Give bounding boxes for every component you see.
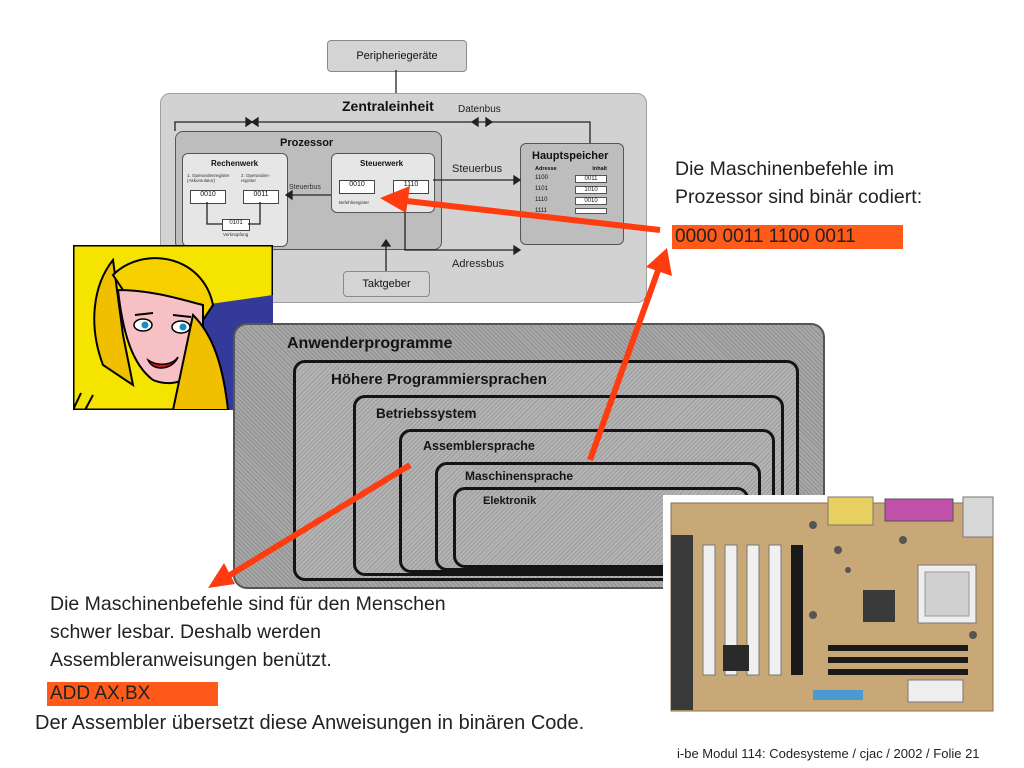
alu-title: Rechenwerk (211, 159, 259, 168)
operand1-value: 0010 (190, 190, 226, 204)
slide-footer: i-be Modul 114: Codesysteme / cjac / 200… (677, 746, 980, 761)
assembler-line3: Assembleranweisungen benützt. (50, 649, 332, 671)
memory-content: 0011 (575, 175, 607, 183)
link-label: Verknüpfung (223, 232, 249, 237)
assembler-line1: Die Maschinenbefehle sind für den Mensch… (50, 593, 446, 615)
layer-label-machine: Maschinensprache (465, 469, 574, 483)
control-bus-label: Steuerbus (452, 163, 503, 175)
memory-row: 1101 1010 (535, 186, 607, 194)
motherboard-photo (663, 495, 1001, 718)
memory-content: 1010 (575, 186, 607, 194)
assembler-description: Die Maschinenbefehle sind für den Mensch… (50, 590, 446, 674)
memory-col-address: Adresse (535, 166, 557, 172)
memory-table-header: Adresse Inhalt (535, 166, 607, 172)
bus-lines (174, 70, 591, 271)
layer-label-applications: Anwenderprogramme (287, 335, 453, 352)
operand2-label: 2. Operanden-register (241, 173, 271, 183)
layer-label-electronics: Elektronik (483, 495, 537, 507)
binary-code-highlight: 0000 0011 1100 0011 (672, 225, 903, 249)
operand1-label: 1. Operandenregister (Akkumulator) (187, 173, 230, 183)
memory-col-content: Inhalt (592, 166, 607, 172)
machine-code-description: Die Maschinenbefehle im Prozessor sind b… (675, 155, 922, 211)
central-unit-title: Zentraleinheit (342, 98, 434, 114)
machine-code-line1: Die Maschinenbefehle im (675, 158, 894, 180)
control-unit-title: Steuerwerk (360, 159, 404, 168)
layer-label-high-level: Höhere Programmiersprachen (331, 371, 547, 388)
machine-code-line2: Prozessor sind binär codiert: (675, 186, 923, 208)
operand2-value: 0011 (243, 190, 279, 204)
memory-row: 1100 0011 (535, 175, 607, 183)
address-bus-label: Adressbus (452, 258, 504, 270)
peripherals-box: Peripheriegeräte (327, 40, 467, 72)
main-memory-title: Hauptspeicher (532, 150, 609, 162)
clock-box: Taktgeber (343, 271, 430, 297)
instruction-register-label: Befehlsregister (339, 200, 370, 205)
result-value: 0101 (222, 219, 250, 231)
memory-address: 1101 (535, 186, 548, 192)
memory-address: 1100 (535, 175, 548, 181)
control-value1: 0010 (339, 180, 375, 194)
processor-title: Prozessor (280, 137, 334, 149)
assembler-instruction-highlight: ADD AX,BX (47, 682, 218, 706)
layer-label-assembler: Assemblersprache (423, 439, 535, 453)
assembler-line2: schwer lesbar. Deshalb werden (50, 621, 321, 643)
data-bus-label: Datenbus (458, 104, 501, 115)
layer-label-os: Betriebssystem (376, 406, 477, 421)
control-bus-inner-label: Steuerbus (289, 184, 321, 191)
assembler-translation-text: Der Assembler übersetzt diese Anweisunge… (35, 712, 585, 734)
